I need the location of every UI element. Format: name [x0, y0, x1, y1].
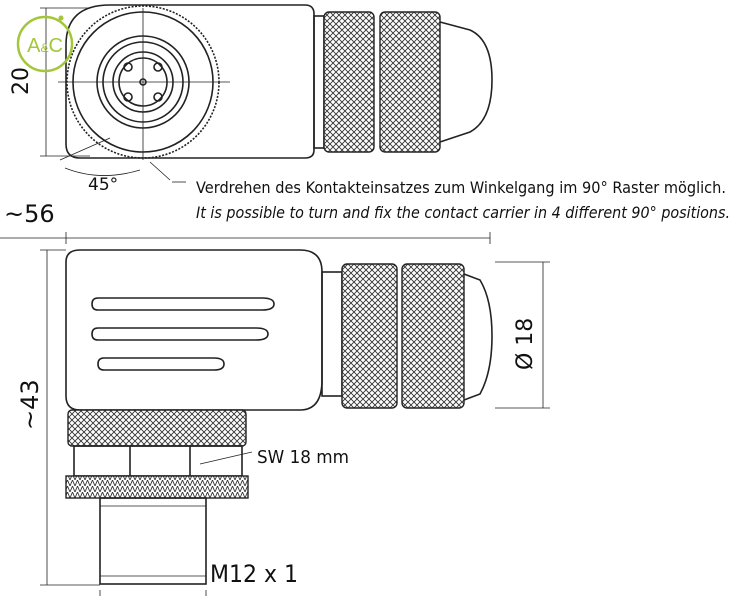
dim-angle: 45°: [88, 175, 118, 195]
svg-text:A&C: A&C: [27, 35, 63, 57]
logo: A&C: [16, 15, 74, 73]
dim-height-top: 20: [9, 67, 34, 95]
top-view: [40, 4, 493, 183]
dim-length: ~56: [4, 200, 55, 228]
dim-diameter: Ø 18: [513, 318, 538, 370]
dim-thread: M12 x 1: [210, 560, 298, 588]
dim-height-side: ~43: [16, 379, 44, 430]
side-view: [0, 232, 550, 596]
dim-wrench-size: SW 18 mm: [257, 447, 349, 468]
note-english: It is possible to turn and fix the conta…: [196, 203, 730, 222]
note-german: Verdrehen des Kontakteinsatzes zum Winke…: [196, 178, 726, 197]
